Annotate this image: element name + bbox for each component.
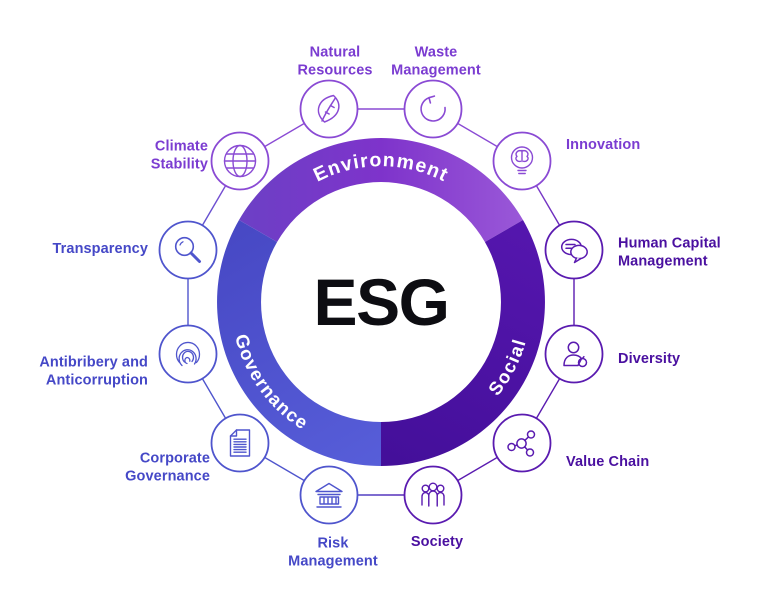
globe-icon bbox=[223, 144, 257, 178]
center-title: ESG bbox=[314, 265, 449, 339]
label-waste-management: Waste Management bbox=[391, 44, 481, 79]
satellite-value-chain bbox=[492, 413, 552, 473]
label-risk-management: Risk Management bbox=[288, 535, 378, 570]
molecule-icon bbox=[507, 430, 536, 457]
esg-ring bbox=[217, 138, 545, 466]
label-human-capital-management: Human Capital Management bbox=[618, 235, 721, 270]
satellite-circle bbox=[158, 220, 218, 280]
label-antibribery: Antibribery and Anticorruption bbox=[39, 354, 148, 389]
satellite-innovation bbox=[492, 131, 552, 191]
label-natural-resources: Natural Resources bbox=[297, 44, 373, 79]
label-diversity: Diversity bbox=[618, 350, 681, 367]
magnifier-icon bbox=[174, 236, 201, 263]
satellite-natural-resources bbox=[299, 79, 359, 139]
satellite-risk-management bbox=[299, 465, 359, 525]
ring-segment-governance bbox=[217, 220, 381, 466]
satellite-society bbox=[403, 465, 463, 525]
document-icon bbox=[229, 429, 251, 457]
satellite-circle bbox=[158, 324, 218, 384]
satellite-diversity bbox=[544, 324, 604, 384]
satellite-corporate-governance bbox=[210, 413, 270, 473]
people-icon bbox=[421, 482, 445, 507]
fingerprint-icon bbox=[175, 341, 201, 367]
label-climate-stability: Climate Stability bbox=[150, 138, 208, 173]
ring-segment-environment bbox=[239, 138, 523, 242]
person-icon bbox=[563, 341, 588, 368]
label-innovation: Innovation bbox=[566, 136, 641, 153]
satellite-transparency bbox=[158, 220, 218, 280]
label-corporate-governance: Corporate Governance bbox=[125, 450, 210, 485]
chat-bubbles-icon bbox=[560, 238, 588, 264]
satellite-human-capital bbox=[544, 220, 604, 280]
satellite-climate-stability bbox=[210, 131, 270, 191]
recycle-icon bbox=[420, 95, 446, 122]
bank-icon bbox=[315, 482, 343, 508]
label-society: Society bbox=[410, 533, 464, 550]
ring-segment-social bbox=[381, 220, 545, 466]
satellite-circle bbox=[492, 413, 552, 473]
label-transparency: Transparency bbox=[52, 240, 148, 257]
satellite-circle bbox=[403, 79, 463, 139]
leaf-icon bbox=[317, 94, 340, 123]
satellite-circle bbox=[210, 413, 270, 473]
label-value-chain: Value Chain bbox=[566, 453, 650, 470]
lightbulb-brain-icon bbox=[510, 146, 534, 175]
satellite-waste-management bbox=[403, 79, 463, 139]
satellite-antibribery bbox=[158, 324, 218, 384]
satellite-circle bbox=[544, 324, 604, 384]
